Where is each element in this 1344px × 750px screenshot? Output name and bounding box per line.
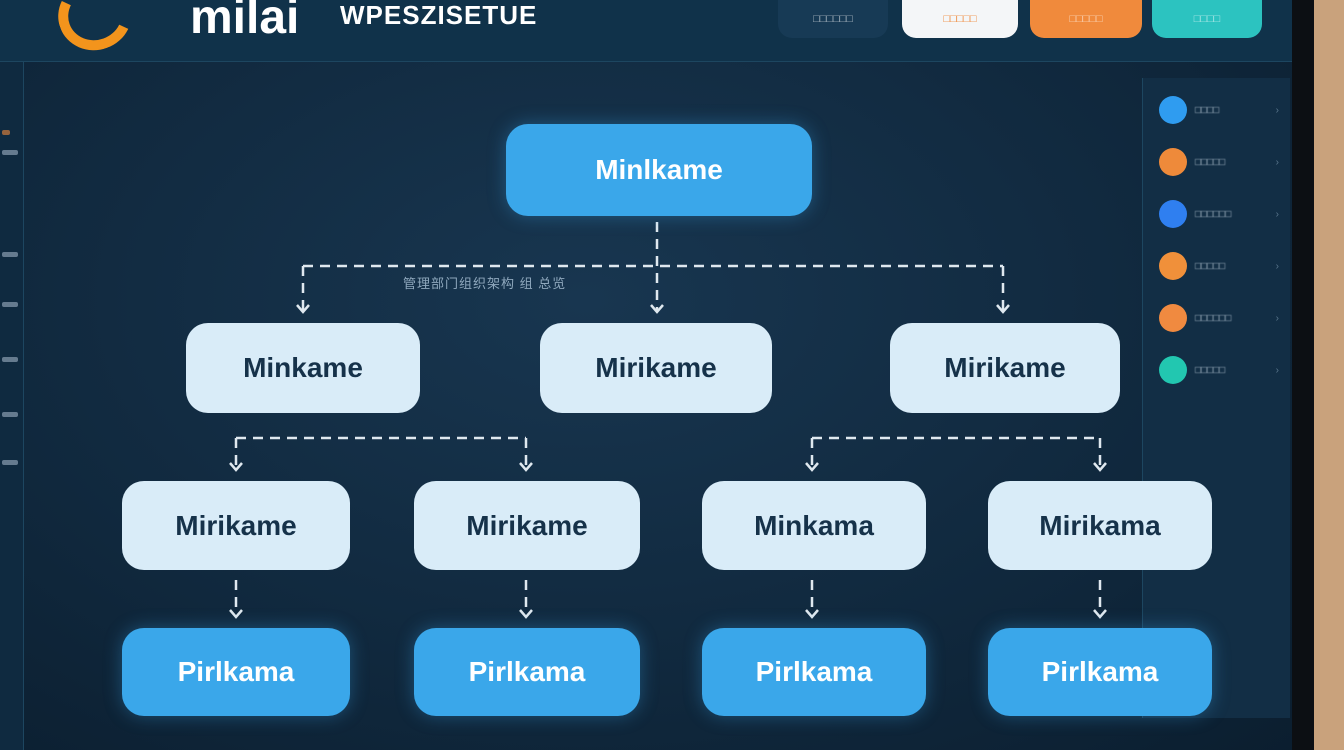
arrow-head xyxy=(519,609,533,619)
top-bar: milai WPESZISETUE □□□□□□ □□□□□ □□□□□ □□□… xyxy=(0,0,1292,62)
panel-item[interactable]: □□□□□ › xyxy=(1151,242,1287,290)
item-avatar-icon xyxy=(1159,252,1187,280)
root-node[interactable]: Minlkame xyxy=(506,124,812,216)
connector-lines xyxy=(229,222,1107,619)
arrow-head xyxy=(1093,462,1107,472)
chevron-icon[interactable]: › xyxy=(1275,312,1279,324)
chevron-icon[interactable]: › xyxy=(1275,104,1279,116)
screen: milai WPESZISETUE □□□□□□ □□□□□ □□□□□ □□□… xyxy=(0,0,1300,750)
chevron-icon[interactable]: › xyxy=(1275,364,1279,376)
left-sidebar xyxy=(0,62,24,750)
level2-node[interactable]: Mirikame xyxy=(890,323,1120,413)
arrow-head xyxy=(805,609,819,619)
toolbar-button-2[interactable]: □□□□□ xyxy=(902,0,1018,38)
level4-node[interactable]: Pirlkama xyxy=(414,628,640,716)
chevron-icon[interactable]: › xyxy=(1275,260,1279,272)
panel-item[interactable]: □□□□□□ › xyxy=(1151,190,1287,238)
monitor-bezel xyxy=(1292,0,1314,750)
level4-node[interactable]: Pirlkama xyxy=(988,628,1212,716)
level4-node[interactable]: Pirlkama xyxy=(702,628,926,716)
panel-item[interactable]: □□□□□ › xyxy=(1151,138,1287,186)
level2-node[interactable]: Mirikame xyxy=(540,323,772,413)
item-avatar-icon xyxy=(1159,304,1187,332)
chevron-icon[interactable]: › xyxy=(1275,156,1279,168)
level3-node[interactable]: Mirikame xyxy=(122,481,350,570)
item-label: □□□□ xyxy=(1195,104,1220,116)
logo-text: milai xyxy=(190,0,300,44)
chevron-icon[interactable]: › xyxy=(1275,208,1279,220)
arrow-head xyxy=(805,462,819,472)
item-avatar-icon xyxy=(1159,148,1187,176)
item-label: □□□□□ xyxy=(1195,364,1226,376)
sidebar-item[interactable] xyxy=(2,252,18,257)
level3-node[interactable]: Mirikame xyxy=(414,481,640,570)
item-avatar-icon xyxy=(1159,200,1187,228)
level4-node[interactable]: Pirlkama xyxy=(122,628,350,716)
arrow-head xyxy=(519,462,533,472)
item-label: □□□□□ xyxy=(1195,260,1226,272)
sidebar-item[interactable] xyxy=(2,412,18,417)
item-label: □□□□□□ xyxy=(1195,312,1232,324)
arrow-head xyxy=(229,609,243,619)
arrow-head xyxy=(229,462,243,472)
level3-node[interactable]: Mirikama xyxy=(988,481,1212,570)
arrow-head xyxy=(996,304,1010,314)
level2-node[interactable]: Minkame xyxy=(186,323,420,413)
arrow-head xyxy=(650,304,664,314)
sidebar-item[interactable] xyxy=(2,130,10,135)
item-avatar-icon xyxy=(1159,356,1187,384)
panel-item[interactable]: □□□□□ › xyxy=(1151,346,1287,394)
toolbar-button-3[interactable]: □□□□□ xyxy=(1030,0,1142,38)
sidebar-item[interactable] xyxy=(2,357,18,362)
toolbar-button-1[interactable]: □□□□□□ xyxy=(778,0,888,38)
level3-node[interactable]: Minkama xyxy=(702,481,926,570)
sidebar-item[interactable] xyxy=(2,302,18,307)
right-panel: □□□□ › □□□□□ › □□□□□□ › □□□□□ › □□□□□□ › □□□□□ › xyxy=(1142,78,1290,718)
sidebar-item[interactable] xyxy=(2,150,18,155)
arrow-head xyxy=(1093,609,1107,619)
panel-item[interactable]: □□□□ › xyxy=(1151,86,1287,134)
arrow-head xyxy=(296,304,310,314)
item-avatar-icon xyxy=(1159,96,1187,124)
sidebar-item[interactable] xyxy=(2,460,18,465)
item-label: □□□□□ xyxy=(1195,156,1226,168)
item-label: □□□□□□ xyxy=(1195,208,1232,220)
logo-subtitle: WPESZISETUE xyxy=(340,0,538,30)
diagram-caption: 管理部门组织架构 组 总览 xyxy=(403,276,567,291)
toolbar-button-4[interactable]: □□□□ xyxy=(1152,0,1262,38)
panel-item[interactable]: □□□□□□ › xyxy=(1151,294,1287,342)
